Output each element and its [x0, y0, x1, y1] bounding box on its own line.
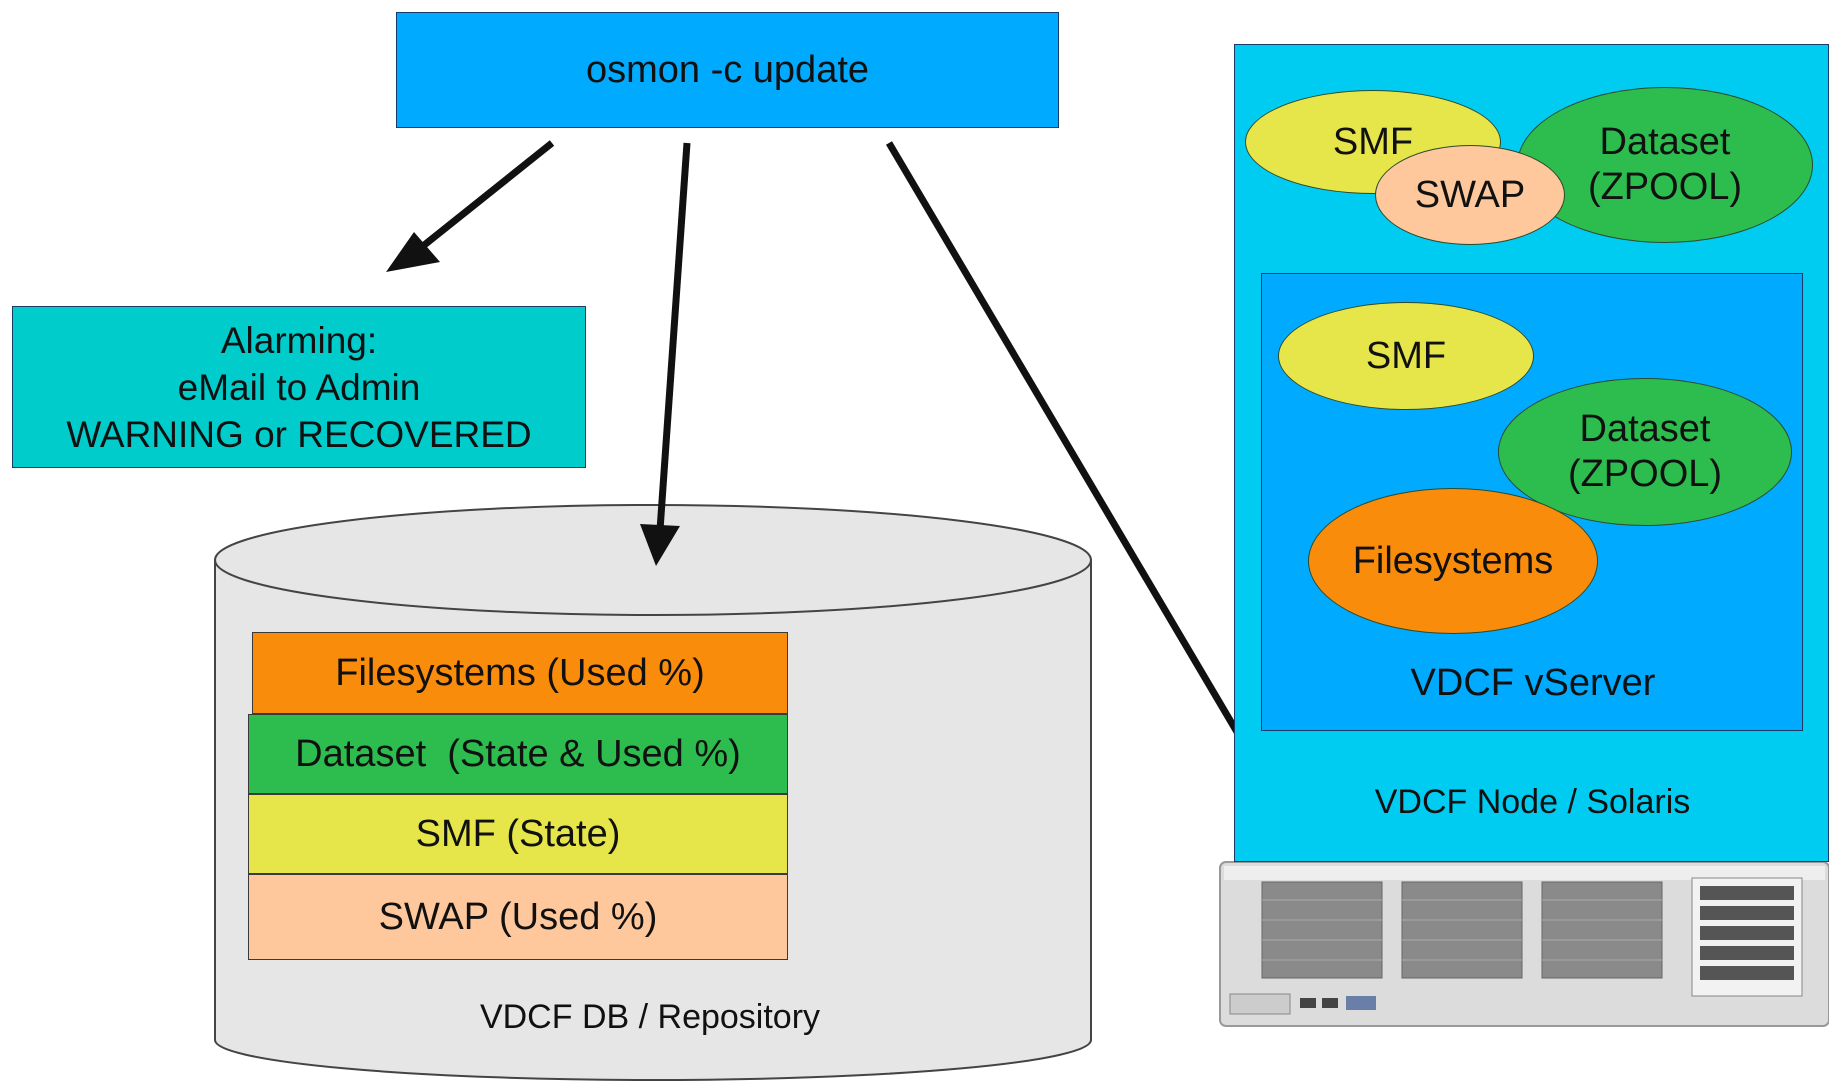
alarming-box: Alarming: eMail to Admin WARNING or RECO… [12, 306, 586, 468]
node-swap-label: SWAP [1414, 173, 1526, 216]
vserver-filesystems-label: Filesystems [1352, 539, 1554, 582]
vserver-dataset-line-2: (ZPOOL) [1567, 453, 1723, 495]
server-hardware-image [1219, 861, 1829, 1027]
layer-filesystems-label: Filesystems (Used %) [335, 651, 705, 694]
layer-swap-label: SWAP (Used %) [378, 895, 658, 938]
layer-smf-label: SMF (State) [415, 812, 621, 855]
node-box: SMF Dataset (ZPOOL) SWAP SMF Dataset (ZP… [1234, 44, 1829, 862]
arrow-to-alarming [386, 140, 555, 272]
layer-smf: SMF (State) [248, 794, 788, 874]
layer-dataset: Dataset (State & Used %) [248, 714, 788, 794]
node-smf-label: SMF [1332, 120, 1414, 163]
alarming-line-3: WARNING or RECOVERED [66, 413, 532, 455]
repository-label: VDCF DB / Repository [479, 998, 821, 1036]
vserver-dataset-ellipse: Dataset (ZPOOL) [1498, 378, 1792, 526]
layer-filesystems: Filesystems (Used %) [252, 632, 788, 714]
node-dataset-line-2: (ZPOOL) [1587, 166, 1743, 208]
vserver-box: SMF Dataset (ZPOOL) Filesystems VDCF vSe… [1261, 273, 1803, 731]
alarming-line-2: eMail to Admin [177, 366, 421, 408]
vserver-filesystems-ellipse: Filesystems [1308, 488, 1598, 634]
layer-dataset-label: Dataset (State & Used %) [295, 732, 741, 775]
command-label: osmon -c update [585, 48, 870, 91]
vserver-smf-ellipse: SMF [1278, 302, 1534, 410]
alarming-line-1: Alarming: [220, 319, 378, 361]
node-dataset-ellipse: Dataset (ZPOOL) [1517, 87, 1813, 243]
vserver-smf-label: SMF [1365, 334, 1447, 377]
node-dataset-line-1: Dataset [1599, 121, 1731, 163]
layer-swap: SWAP (Used %) [248, 874, 788, 960]
arrow-to-repository [640, 142, 691, 566]
command-box: osmon -c update [396, 12, 1059, 128]
node-swap-ellipse: SWAP [1375, 145, 1565, 245]
node-label: VDCF Node / Solaris [1374, 783, 1691, 821]
vserver-dataset-line-1: Dataset [1579, 408, 1711, 450]
vserver-label: VDCF vServer [1410, 662, 1656, 704]
repository-layer-stack: Filesystems (Used %) Dataset (State & Us… [248, 632, 788, 962]
